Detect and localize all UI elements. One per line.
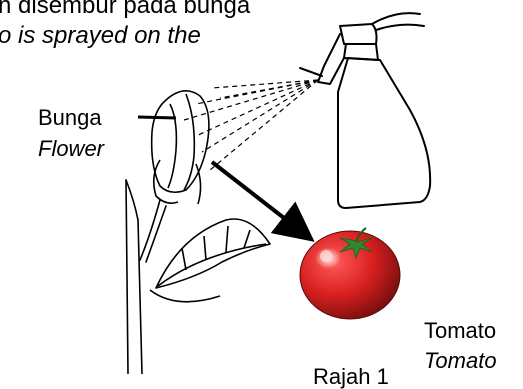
- illustration: [0, 0, 523, 374]
- plant-stem: [126, 180, 166, 374]
- pointer-line: [138, 117, 176, 118]
- spray-bottle: [300, 13, 430, 208]
- leaf: [150, 219, 270, 302]
- flower-bud: [152, 91, 209, 204]
- transform-arrow: [212, 162, 302, 232]
- tomato: [300, 228, 400, 319]
